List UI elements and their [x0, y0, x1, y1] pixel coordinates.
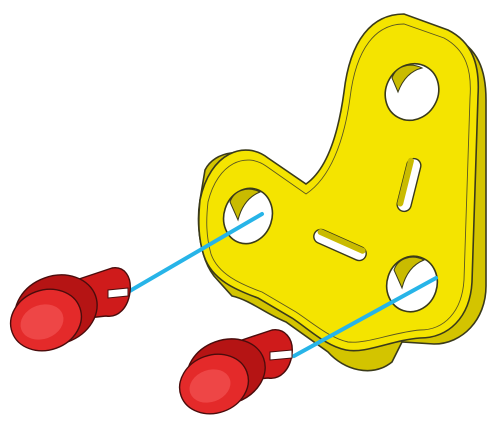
push-rivet-lower [171, 328, 292, 423]
bracket-front-face [199, 14, 478, 351]
push-rivet-upper [2, 264, 130, 361]
corner-bracket [199, 14, 486, 371]
